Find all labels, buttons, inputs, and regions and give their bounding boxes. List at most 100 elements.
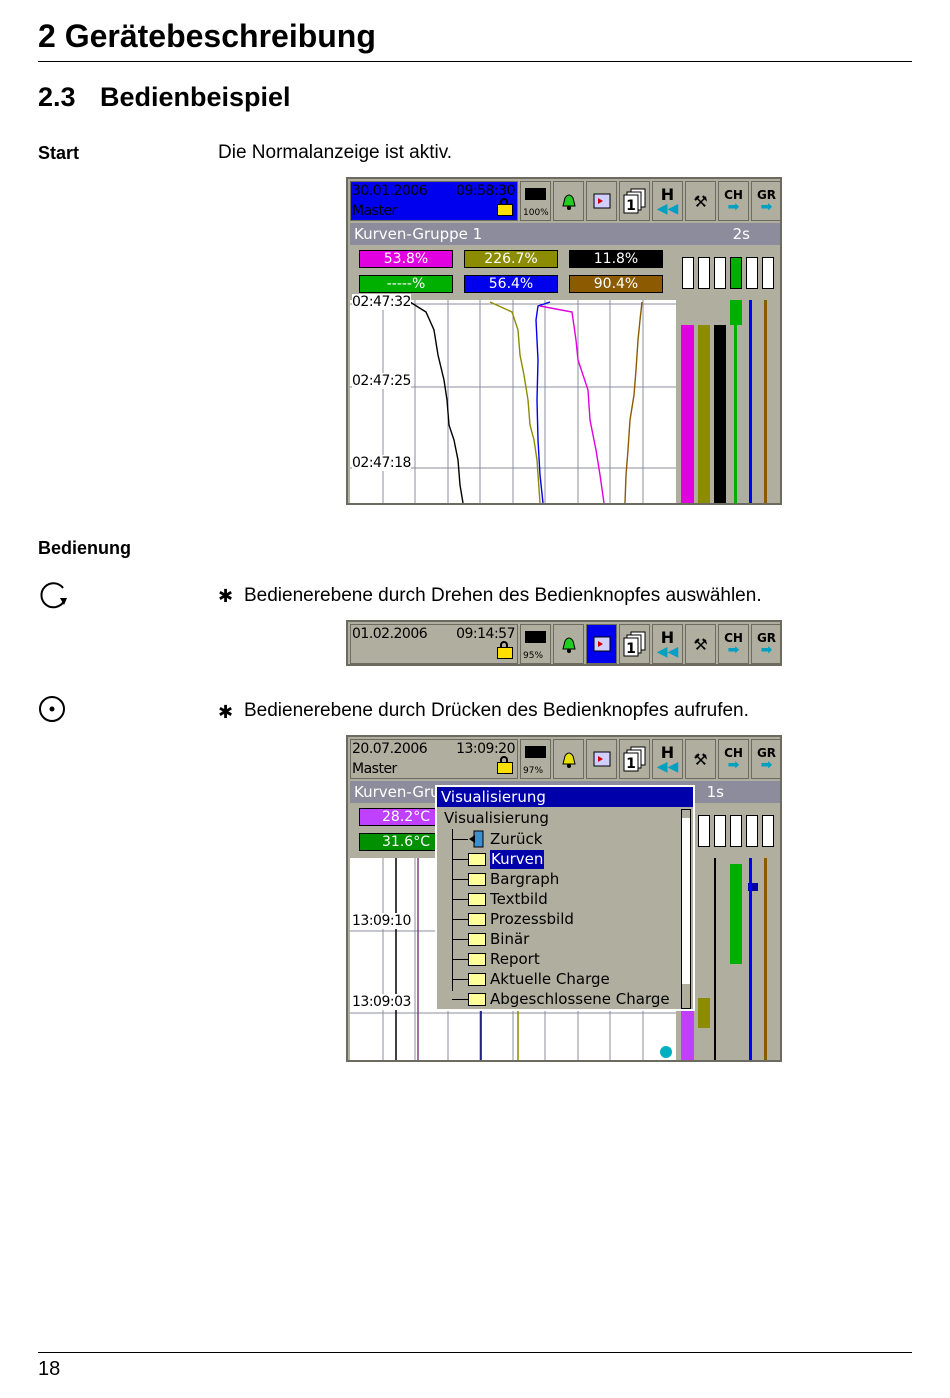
history-button[interactable]: H◀◀ [652,624,683,664]
scroll-up-arrow-icon[interactable] [682,810,690,818]
binary-mark-3 [730,815,742,847]
tree-branch [452,859,468,860]
chapter-title: 2 Gerätebeschreibung [38,18,376,54]
tools-button[interactable]: ⚒ [685,181,716,221]
page-button[interactable]: 1 [619,181,650,221]
binary-mark-2 [698,257,710,289]
back-door-icon [469,830,484,848]
page-button[interactable]: 1 [619,739,650,779]
tools-icon: ⚒ [693,191,708,211]
menu-item-curves[interactable]: Kurven [490,850,545,869]
lock-icon [497,198,513,216]
folder-icon [468,893,486,906]
group-label: GR [756,746,777,760]
event-list-button[interactable] [586,181,617,221]
history-button[interactable]: H◀◀ [652,181,683,221]
channel-button[interactable]: CH➡ [718,739,749,779]
visualization-menu[interactable]: Visualisierung Visualisierung Zurück Kur… [435,785,695,1011]
curve-olive [489,301,541,503]
folder-icon [468,993,486,1006]
group-button[interactable]: GR➡ [751,739,780,779]
channel-value-5: 56.4% [464,275,558,293]
alarm-button[interactable] [553,624,584,664]
menu-item-report[interactable]: Report [490,950,540,968]
channel-button[interactable]: CH➡ [718,624,749,664]
group-label: GR [756,631,777,645]
menu-item-process-view[interactable]: Prozessbild [490,910,574,928]
group-button[interactable]: GR➡ [751,181,780,221]
page-stack-number: 1 [626,641,636,657]
status-field: 01.02.2006 09:14:57 [350,624,518,664]
lock-icon [497,641,513,659]
step-1-text: Bedienerebene durch Drehen des Bedienkno… [244,585,762,606]
curve-black [409,301,464,503]
alarm-bell-icon [561,637,576,653]
memory-button[interactable]: 100% [520,181,551,221]
menu-item-back[interactable]: Zurück [490,830,543,848]
group-name: Kurven-Gruppe 1 [354,225,483,243]
channel-label: CH [724,746,743,760]
binary-track-2 [698,998,710,1028]
menu-scrollbar[interactable] [681,809,691,1009]
section-title: Bedienbeispiel [100,82,291,112]
tree-branch [452,979,468,980]
group-button[interactable]: GR➡ [751,624,780,664]
binary-mark-2 [714,815,726,847]
tools-button[interactable]: ⚒ [685,624,716,664]
binary-track-4 [730,864,742,964]
status-field: 30.01.2006 09:58:30 Master [350,181,518,221]
start-text: Die Normalanzeige ist aktiv. [218,142,453,163]
footer-divider [38,1352,912,1353]
rotate-knob-icon [40,582,67,609]
tree-branch [452,899,468,900]
binary-track-6 [764,858,767,1060]
device-screen-normal-view: 30.01.2006 09:58:30 Master 100% 1 H◀◀ ⚒ … [346,177,782,505]
channel-button[interactable]: CH➡ [718,181,749,221]
tools-icon: ⚒ [693,749,708,769]
channel-value-4: -----% [359,275,453,293]
memory-icon [525,188,546,200]
folder-icon [468,913,486,926]
binary-track-5 [749,300,752,503]
menu-item-completed-batch[interactable]: Abgeschlossene Charge [490,990,670,1008]
curve-brown [624,301,643,503]
event-list-button-selected[interactable] [586,624,617,664]
time-label-1: 13:09:10 [352,913,411,929]
binary-mark-5 [746,257,758,289]
group-name: Kurven-Gru [354,783,440,801]
page-stack-icon: 1 [623,631,645,657]
alarm-button[interactable] [553,181,584,221]
binary-tracks [678,858,780,1060]
time-display: 09:14:57 [456,626,515,642]
menu-item-binary[interactable]: Binär [490,930,530,948]
group-next-icon: ➡ [760,199,773,215]
memory-button[interactable]: 97% [520,739,551,779]
tools-button[interactable]: ⚒ [685,739,716,779]
warning-icon [660,1046,672,1058]
binary-track-2 [698,325,710,503]
binary-track-4-line [734,325,737,503]
time-label-2: 02:47:25 [352,373,411,389]
scroll-down-arrow-icon[interactable] [682,984,690,1008]
status-field: 20.07.2006 13:09:20 Master [350,739,518,779]
start-label: Start [38,143,80,163]
tree-branch [452,999,468,1000]
memory-percent: 95% [523,651,544,661]
page-stack-icon: 1 [623,746,645,772]
alarm-bell-icon [561,194,576,210]
tree-branch [452,959,468,960]
memory-button[interactable]: 95% [520,624,551,664]
menu-item-text-view[interactable]: Textbild [490,890,548,908]
alarm-button[interactable] [553,739,584,779]
event-list-button[interactable] [586,739,617,779]
history-button[interactable]: H◀◀ [652,739,683,779]
binary-track-5 [749,858,752,1060]
history-h-label: H [660,627,675,647]
date-display: 20.07.2006 [352,741,428,757]
memory-percent: 100% [523,208,549,218]
group-interval: 1s [706,783,724,801]
menu-item-current-batch[interactable]: Aktuelle Charge [490,970,610,988]
page-button[interactable]: 1 [619,624,650,664]
binary-track-5-marker [748,883,758,891]
menu-item-bargraph[interactable]: Bargraph [490,870,560,888]
